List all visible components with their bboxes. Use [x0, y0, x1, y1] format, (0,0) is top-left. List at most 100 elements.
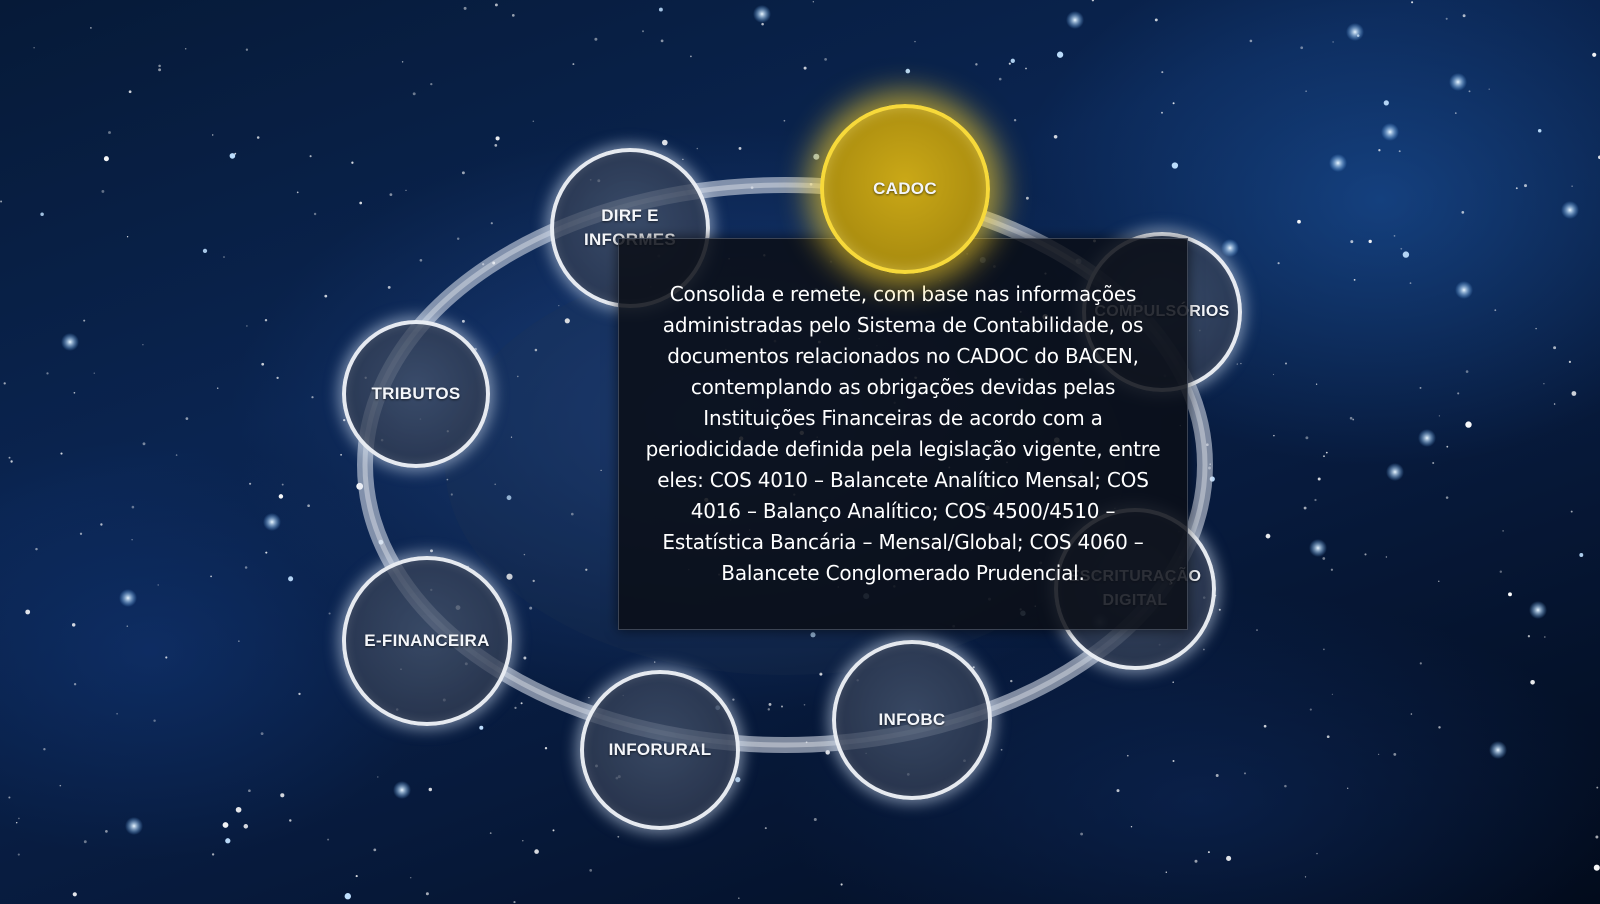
star	[1325, 451, 1328, 454]
star	[461, 171, 465, 175]
star	[412, 92, 416, 96]
star	[1571, 391, 1577, 396]
star	[1419, 386, 1422, 389]
star	[810, 632, 816, 638]
star	[1171, 162, 1179, 169]
star	[25, 609, 31, 615]
star	[1303, 506, 1307, 510]
star	[905, 68, 911, 74]
star	[1553, 403, 1556, 405]
star	[158, 64, 161, 68]
star	[428, 787, 433, 792]
node-inforural[interactable]: INFORURAL	[580, 670, 740, 830]
star	[1130, 825, 1133, 828]
star	[522, 840, 524, 842]
star	[340, 453, 343, 456]
star	[1352, 418, 1355, 421]
star	[824, 58, 827, 61]
star	[494, 483, 497, 486]
star	[311, 396, 314, 399]
star	[425, 892, 429, 896]
star	[1315, 383, 1318, 385]
star	[17, 853, 20, 856]
star	[245, 48, 249, 51]
star	[260, 732, 264, 736]
star	[1194, 859, 1198, 863]
node-infobc-label: INFOBC	[878, 710, 946, 729]
star	[83, 840, 87, 844]
star	[101, 189, 105, 193]
star	[261, 362, 265, 366]
star	[1161, 71, 1164, 74]
star	[1468, 90, 1471, 93]
star	[100, 523, 103, 526]
star	[544, 747, 548, 750]
node-e-financeira[interactable]: E-FINANCEIRA	[342, 556, 512, 726]
star	[1409, 282, 1412, 284]
star	[235, 806, 242, 813]
star	[72, 892, 77, 897]
star	[1249, 39, 1253, 43]
node-tributos-label: TRIBUTOS	[371, 384, 461, 403]
glowing-star	[263, 513, 281, 531]
star	[389, 193, 393, 196]
star	[975, 63, 978, 66]
star	[1000, 748, 1003, 751]
star	[450, 493, 453, 496]
star	[696, 147, 699, 150]
star	[79, 532, 83, 535]
star	[783, 119, 786, 122]
glowing-star	[1381, 123, 1399, 141]
star	[1402, 251, 1410, 258]
star	[1535, 327, 1537, 330]
star	[1579, 553, 1584, 557]
star	[238, 640, 240, 642]
star	[732, 698, 735, 701]
star	[495, 136, 500, 141]
star	[1445, 496, 1449, 499]
star	[1537, 128, 1542, 133]
star	[1411, 1, 1414, 4]
star	[511, 14, 515, 17]
star	[523, 553, 526, 556]
star	[1432, 461, 1435, 465]
star	[589, 869, 593, 872]
star	[456, 237, 460, 241]
star	[46, 372, 49, 375]
star	[1305, 436, 1309, 440]
node-cadoc-label: CADOC	[873, 179, 937, 198]
star	[446, 478, 449, 481]
star	[324, 294, 328, 298]
star	[1438, 726, 1441, 729]
star	[1446, 445, 1449, 448]
glowing-star	[1455, 281, 1473, 299]
star	[1438, 580, 1440, 582]
star	[840, 883, 843, 886]
node-cadoc[interactable]: CADOC	[820, 104, 990, 274]
star	[278, 494, 284, 499]
star	[1218, 608, 1221, 611]
star	[489, 832, 492, 834]
star	[40, 212, 44, 216]
star	[1025, 196, 1029, 200]
star	[1080, 832, 1084, 836]
star	[1461, 211, 1465, 214]
node-tributos[interactable]: TRIBUTOS	[342, 320, 490, 468]
star	[1326, 735, 1330, 739]
star	[234, 152, 237, 155]
star	[516, 375, 519, 378]
star	[661, 139, 668, 146]
star	[1398, 150, 1401, 153]
node-infobc[interactable]: INFOBC	[832, 640, 992, 800]
star	[327, 838, 330, 841]
star	[1240, 362, 1242, 365]
star	[359, 201, 363, 205]
star	[59, 784, 62, 787]
star	[430, 82, 433, 86]
star	[73, 391, 76, 394]
star	[812, 1, 814, 3]
star	[1570, 510, 1573, 513]
star	[1323, 455, 1325, 458]
star	[1053, 135, 1058, 139]
star	[813, 818, 817, 821]
